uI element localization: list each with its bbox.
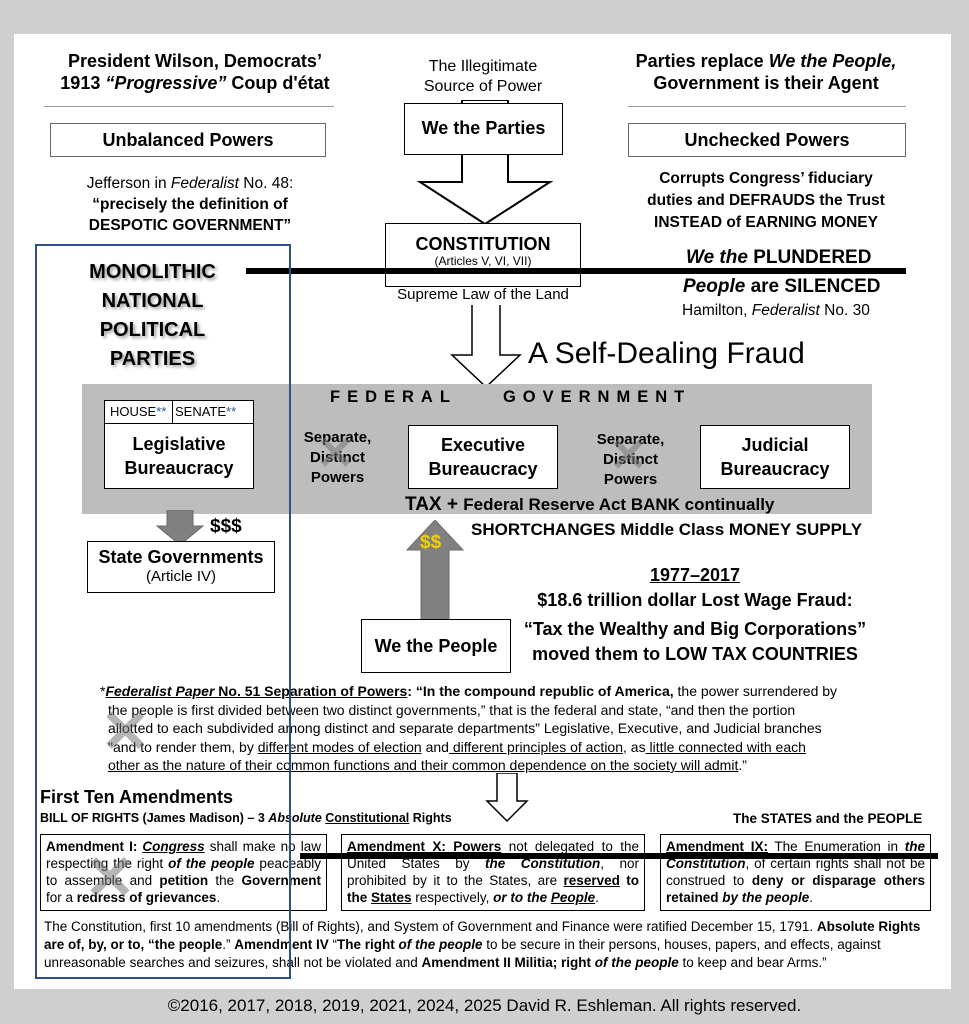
amendment-i-box: Amendment I: Congress shall make no law … <box>40 834 327 911</box>
legislative-box: Legislative Bureaucracy <box>104 423 254 489</box>
left-title-line2: 1913 “Progressive” Coup d'état <box>60 73 330 93</box>
source-of-power: The Illegitimate Source of Power <box>423 58 543 95</box>
strike-line-top <box>246 268 906 274</box>
left-divider <box>44 106 334 107</box>
bill-of-rights-line: BILL OF RIGHTS (James Madison) – 3 Absol… <box>40 811 452 825</box>
states-and-people: The STATES and the PEOPLE <box>733 811 923 826</box>
unbalanced-powers-box: Unbalanced Powers <box>50 123 326 157</box>
left-title: President Wilson, Democrats’ 1913 “Progr… <box>40 50 350 94</box>
self-dealing-fraud: A Self-Dealing Fraud <box>528 337 805 370</box>
we-the-parties-box: We the Parties <box>404 103 563 155</box>
strike-line-amendments <box>300 853 938 859</box>
party-influence-frame <box>35 244 291 979</box>
right-title-line2: Government is their Agent <box>653 73 879 93</box>
left-title-line1: President Wilson, Democrats’ <box>68 51 322 71</box>
plundered-line2: People are SILENCED <box>683 276 881 297</box>
supreme-law-label: Supreme Law of the Land <box>397 286 569 303</box>
federalist-51-quote: *Federalist Paper No. 51 Separation of P… <box>100 683 838 773</box>
ratified-text: The Constitution, first 10 amendments (B… <box>44 919 921 970</box>
x-mark-icon: ✕ <box>84 844 136 913</box>
house-senate-box: HOUSE** SENATE** <box>104 400 254 424</box>
unchecked-powers-box: Unchecked Powers <box>628 123 906 157</box>
hamilton-ref: Hamilton, Federalist No. 30 <box>682 302 870 319</box>
plundered-line1: We the PLUNDERED <box>686 247 872 268</box>
x-mark-icon: ✕ <box>609 429 648 481</box>
right-title: Parties replace We the People, Governmen… <box>610 50 922 94</box>
constitution-to-federal-arrow <box>450 305 522 389</box>
first-ten-amendments-heading: First Ten Amendments <box>40 787 234 807</box>
executive-box: Executive Bureaucracy <box>408 425 558 489</box>
amendment-ix-box: Amendment IX: The Enumeration in the Con… <box>660 834 931 911</box>
state-dollars: $$$ <box>210 516 242 537</box>
x-mark-icon: ✕ <box>316 427 355 479</box>
jefferson-quote: Jefferson in Federalist No. 48: “precise… <box>86 175 294 234</box>
right-title-line1: Parties replace We the People, <box>635 51 897 71</box>
we-the-people-box: We the People <box>361 619 511 673</box>
state-governments-box: State Governments (Article IV) <box>87 541 275 593</box>
copyright: ©2016, 2017, 2018, 2019, 2021, 2024, 202… <box>167 996 802 1015</box>
separate-powers-1: Separate, Distinct Powers <box>303 429 372 486</box>
corrupts-congress: Corrupts Congress’ fiduciary duties and … <box>647 170 885 231</box>
up-arrow-from-people <box>405 520 465 620</box>
judicial-box: Judicial Bureaucracy <box>700 425 850 489</box>
tax-line: TAX + Federal Reserve Act BANK continual… <box>405 494 775 515</box>
people-dollars: $$ <box>420 532 442 553</box>
x-mark-icon: ✕ <box>100 698 151 765</box>
monolithic-parties: MONOLITHIC NATIONAL POLITICAL PARTIES <box>89 261 216 370</box>
right-divider <box>628 106 906 107</box>
lost-wage-fraud: 1977–2017 $18.6 trillion dollar Lost Wag… <box>523 565 867 664</box>
amendment-x-box: Amendment X: Powers not delegated to the… <box>341 834 645 911</box>
down-arrow-to-amendments <box>485 773 529 823</box>
federal-government-title: FEDERAL GOVERNMENT <box>330 388 692 406</box>
separate-powers-2: Separate, Distinct Powers <box>596 431 665 488</box>
shortchanges-line: SHORTCHANGES Middle Class MONEY SUPPLY <box>471 520 863 539</box>
constitution-box: CONSTITUTION (Articles V, VI, VII) <box>385 223 581 287</box>
down-arrow-to-states <box>155 510 205 546</box>
